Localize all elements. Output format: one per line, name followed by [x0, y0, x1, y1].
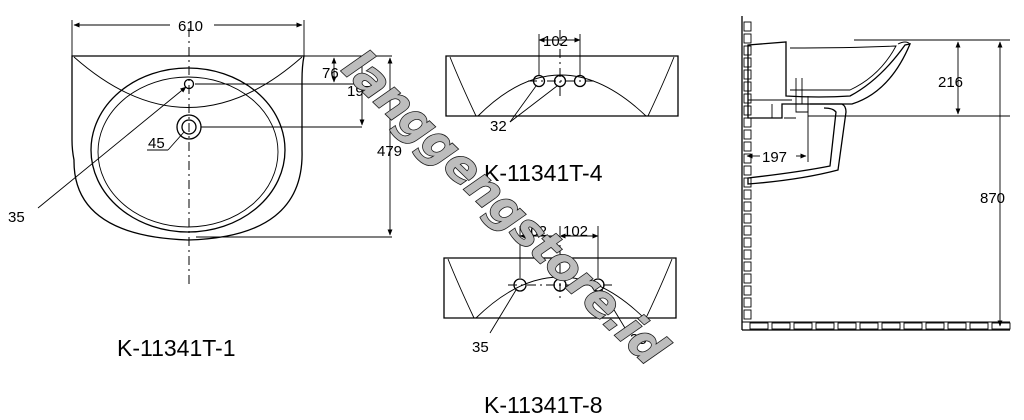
wall-tile [743, 201, 752, 212]
view-k11341t-4: 102 32 K-11341T-4 [445, 30, 679, 186]
basin4-outline [445, 55, 679, 117]
view-k11341t-1: 610 76 197 479 45 35 K-11341T-1 [8, 18, 402, 361]
wall-tile [743, 129, 752, 140]
dim-870: 870 [980, 190, 1005, 207]
floor-tile [903, 322, 923, 330]
wall-tile [743, 237, 752, 248]
wall-tile [743, 141, 752, 152]
dim-610: 610 [178, 18, 203, 35]
wall-tile [743, 249, 752, 260]
dim-45: 45 [148, 135, 165, 152]
dim-35-left: 35 [472, 339, 489, 356]
basin8-inner [447, 258, 673, 319]
floor-tile [859, 322, 879, 330]
wall-tile [743, 297, 752, 308]
wall-tile [743, 285, 752, 296]
watermark-text: langgengstore.id [332, 39, 678, 376]
dim-479: 479 [377, 143, 402, 160]
drain-inner [181, 119, 197, 135]
basin4-inner [449, 56, 675, 117]
floor-tile [793, 322, 813, 330]
model-label-1: K-11341T-1 [117, 335, 235, 361]
bowl-outer [90, 67, 286, 233]
wall-tile [743, 21, 752, 32]
floor-tile [881, 322, 901, 330]
wall-tile [743, 189, 752, 200]
dim-197-side: 197 [762, 149, 787, 166]
dim-76: 76 [322, 65, 339, 82]
basin-outline [71, 55, 305, 241]
basin8-outline [443, 257, 677, 319]
floor-tile [991, 322, 1011, 330]
wall-tile [743, 165, 752, 176]
dim-102-left: 102 [522, 223, 547, 240]
bowl-inner [97, 76, 279, 228]
floor-tile [749, 322, 769, 330]
dim-102-v4: 102 [543, 33, 568, 50]
floor-tile [969, 322, 989, 330]
wall-tile [743, 261, 752, 272]
dim-102-right: 102 [563, 223, 588, 240]
wall-tile [743, 225, 752, 236]
model-label-4: K-11341T-4 [484, 160, 603, 186]
wall-tile [743, 213, 752, 224]
floor-tile [925, 322, 945, 330]
wall-tile [743, 33, 752, 44]
floor-tile [771, 322, 791, 330]
model-label-8: K-11341T-8 [484, 392, 602, 418]
wall-tile [743, 309, 752, 320]
floor-hatch [749, 322, 1011, 330]
view-side: 216 197 870 [741, 16, 1011, 331]
floor-tile [815, 322, 835, 330]
view-k11341t-8: 102 102 35 35 K-11341T-8 [443, 223, 677, 418]
basin-back-arc [73, 56, 303, 108]
dim-216: 216 [938, 74, 963, 91]
wall-tile [743, 273, 752, 284]
floor-tile [947, 322, 967, 330]
waste-trap [771, 78, 809, 119]
dim-32: 32 [490, 118, 507, 135]
floor-tile [837, 322, 857, 330]
pedestal-side [747, 103, 847, 185]
wall-tile [743, 117, 752, 128]
dim-35-top: 35 [8, 209, 25, 226]
dim-35-right: 35 [630, 331, 647, 348]
basin-side-profile [747, 41, 912, 119]
wall-tile [743, 153, 752, 164]
dim-197-top: 197 [347, 83, 372, 100]
